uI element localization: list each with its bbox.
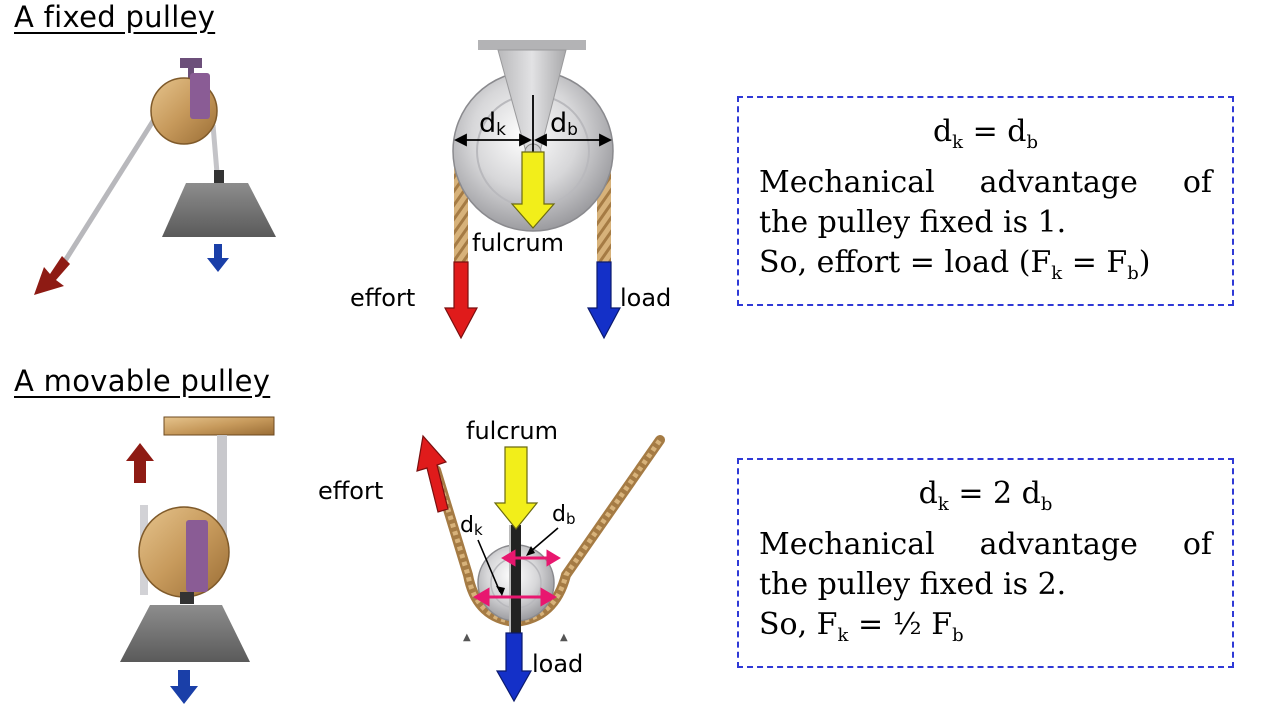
movable-equation: dk = 2 db — [918, 476, 1053, 515]
fixed-effort-label: effort — [350, 284, 415, 312]
fixed-load-weight — [162, 183, 276, 237]
movable-load-schematic-arrow-icon — [495, 632, 533, 703]
movable-db-label: db — [552, 502, 576, 528]
movable-pulley-illustration — [120, 416, 275, 704]
fixed-ma-value-line: the pulley fixed is 1. — [759, 205, 1067, 240]
fixed-effort-schematic-arrow-icon — [444, 261, 478, 340]
fixed-db-label: db — [550, 108, 578, 140]
movable-ma-value-line: the pulley fixed is 2. — [759, 567, 1067, 602]
movable-conclusion-line: So, Fk = ½ Fb — [759, 607, 964, 646]
movable-effort-label: effort — [318, 477, 383, 505]
fixed-load-label: load — [620, 284, 671, 312]
fixed-equation: dk = db — [932, 114, 1039, 153]
fixed-effort-arrow-icon — [34, 256, 70, 295]
movable-effort-schematic-arrow-icon — [416, 434, 449, 513]
movable-effort-arrow-icon — [126, 443, 154, 483]
movable-fulcrum-arrow-icon — [493, 446, 539, 530]
movable-dk-label: dk — [460, 513, 483, 539]
fixed-dk-label: dk — [479, 108, 506, 140]
svg-text:▲: ▲ — [463, 632, 471, 643]
movable-load-arrow-icon — [170, 670, 198, 704]
fixed-fulcrum-arrow-icon — [510, 151, 556, 229]
fixed-pulley-illustration — [34, 58, 276, 295]
svg-text:▲: ▲ — [560, 632, 568, 643]
movable-wheel — [138, 506, 230, 598]
movable-load-label: load — [532, 650, 583, 678]
fixed-conclusion-line: So, effort = load (Fk = Fb) — [759, 245, 1151, 284]
fixed-pulley-heading: A fixed pulley — [14, 0, 216, 34]
fixed-load-arrow-icon — [207, 244, 229, 272]
movable-fulcrum-label: fulcrum — [466, 417, 558, 445]
movable-pulley-schematic: ▲ ▲ fulcrum effort dk db load — [318, 417, 665, 703]
movable-load-weight — [120, 605, 250, 662]
fixed-load-schematic-arrow-icon — [587, 261, 621, 340]
fixed-fulcrum-label: fulcrum — [472, 229, 564, 257]
fixed-pulley-schematic: dk db fulcrum effort load — [350, 40, 671, 340]
movable-pulley-heading: A movable pulley — [14, 364, 271, 398]
